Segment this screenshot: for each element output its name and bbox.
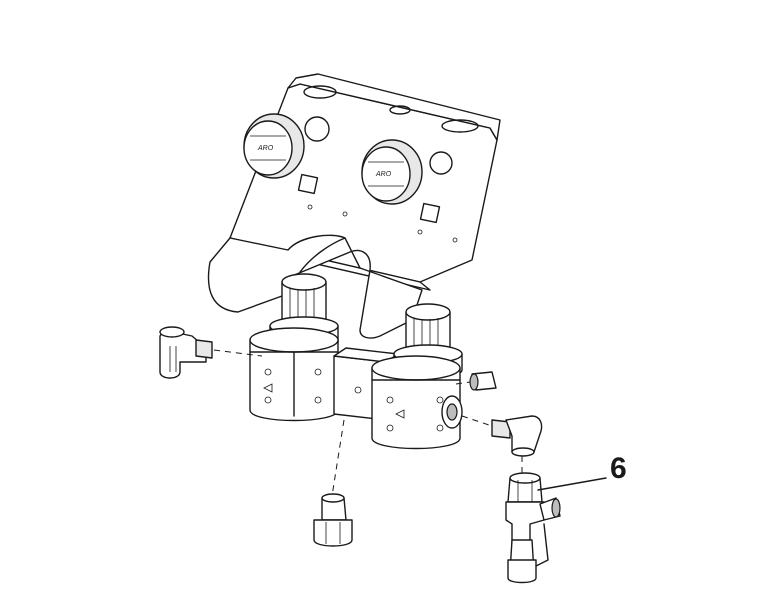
callout-label: 6 bbox=[610, 452, 627, 485]
callout-leader-line bbox=[537, 477, 607, 491]
elbow-fitting-assembly bbox=[505, 472, 561, 584]
front-flange bbox=[207, 234, 423, 339]
elbow-fitting-left bbox=[159, 326, 213, 379]
pressure-gauge-left: ARO bbox=[243, 113, 305, 179]
callout-6: 6 bbox=[537, 452, 627, 491]
gauge-brand-right: ARO bbox=[375, 171, 392, 178]
elbow-fitting-right bbox=[491, 415, 543, 457]
gauge-brand-left: ARO bbox=[257, 145, 274, 152]
regulator-right bbox=[371, 303, 463, 450]
pressure-gauge-right: ARO bbox=[361, 139, 423, 205]
plug-fitting bbox=[469, 371, 497, 391]
straight-fitting-bottom bbox=[313, 493, 353, 547]
regulator-left bbox=[249, 273, 339, 422]
